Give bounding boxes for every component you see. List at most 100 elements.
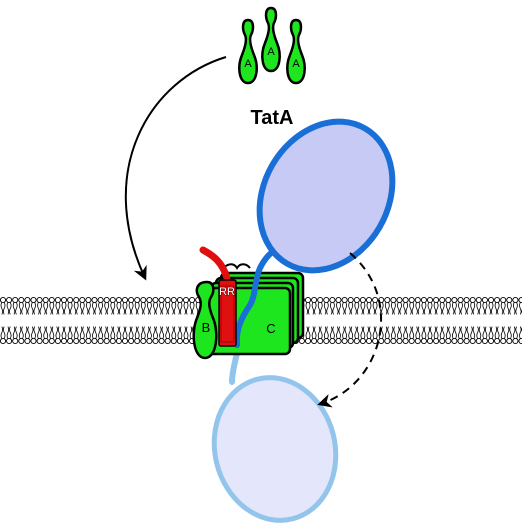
signal-peptide-label: RR <box>219 286 235 298</box>
lipid-molecule <box>439 326 446 345</box>
tata-subunit-left: A <box>238 18 258 85</box>
lipid-molecule <box>323 296 330 315</box>
lipid-molecule <box>121 326 129 345</box>
lipid-molecule <box>317 326 324 345</box>
lipid-molecule <box>426 296 434 315</box>
lipid-molecule <box>24 326 31 345</box>
tata-subunit-label: A <box>244 58 252 70</box>
lipid-molecule <box>365 296 373 315</box>
lipid-molecule <box>134 326 141 345</box>
lipid-molecule <box>48 326 55 345</box>
lipid-molecule <box>18 326 25 345</box>
lipid-molecule <box>390 326 397 345</box>
lipid-molecule <box>158 326 165 345</box>
lipid-molecule <box>353 326 360 345</box>
lipid-molecule <box>170 326 177 345</box>
lipid-molecule <box>182 326 190 345</box>
lipid-molecule <box>506 326 513 345</box>
lipid-molecule <box>347 326 354 345</box>
lipid-molecule <box>414 326 421 345</box>
recruitment-arrow <box>124 56 227 281</box>
lipid-molecule <box>414 296 421 315</box>
lipid-molecule <box>512 296 519 315</box>
lipid-molecule <box>487 296 495 315</box>
lipid-molecule <box>457 326 464 345</box>
lipid-molecule <box>457 296 464 315</box>
lipid-molecule <box>372 296 379 315</box>
lipid-molecule <box>341 296 348 315</box>
lipid-molecule <box>170 296 177 315</box>
lipid-molecule <box>12 296 19 315</box>
lipid-molecule <box>109 326 116 345</box>
lipid-molecule <box>372 326 379 345</box>
lipid-molecule <box>329 296 336 315</box>
lipid-molecule <box>97 296 104 315</box>
lipid-molecule <box>329 326 336 345</box>
tata-caption: TatA <box>251 107 294 129</box>
lipid-molecule <box>42 296 49 315</box>
lipid-molecule <box>304 326 312 345</box>
lipid-molecule <box>494 326 501 345</box>
lipid-molecule <box>335 326 342 345</box>
lipid-molecule <box>445 296 452 315</box>
lipid-molecule <box>433 326 440 345</box>
lipid-molecule <box>164 296 171 315</box>
lipid-molecule <box>67 326 74 345</box>
lipid-molecule <box>463 296 470 315</box>
lipid-molecule <box>396 326 403 345</box>
lipid-molecule <box>311 326 318 345</box>
tata-subunit-right: A <box>286 18 306 85</box>
lipid-molecule <box>73 326 80 345</box>
lipid-molecule <box>420 326 427 345</box>
lipid-molecule <box>481 296 488 315</box>
lipid-molecule <box>30 296 37 315</box>
lipid-molecule <box>359 296 366 315</box>
lipid-molecule <box>6 326 13 345</box>
lipid-molecule <box>359 326 366 345</box>
lipid-molecule <box>396 296 403 315</box>
lipid-molecule <box>164 326 171 345</box>
lipid-molecule <box>402 326 409 345</box>
lipid-molecule <box>323 326 330 345</box>
lipid-molecule <box>494 296 501 315</box>
lipid-molecule <box>152 326 159 345</box>
lipid-molecule <box>475 326 482 345</box>
tata-subunit-center: A <box>261 6 281 73</box>
tatb-subunit: B <box>192 280 218 360</box>
lipid-molecule <box>182 296 190 315</box>
lipid-molecule <box>0 296 7 315</box>
lipid-molecule <box>6 296 13 315</box>
lipid-molecule <box>36 296 43 315</box>
lipid-molecule <box>335 296 342 315</box>
lipid-molecule <box>451 326 458 345</box>
lipid-molecule <box>469 296 476 315</box>
lipid-molecule <box>91 326 98 345</box>
lipid-molecule <box>384 326 391 345</box>
lipid-molecule <box>469 326 476 345</box>
lipid-molecule <box>347 296 354 315</box>
lipid-molecule <box>451 296 458 315</box>
lipid-molecule <box>481 326 488 345</box>
lipid-molecule <box>445 326 452 345</box>
lipid-molecule <box>12 326 19 345</box>
lipid-molecule <box>140 296 147 315</box>
lipid-molecule <box>433 296 440 315</box>
lipid-molecule <box>402 296 409 315</box>
lipid-molecule <box>115 296 122 315</box>
lipid-molecule <box>103 326 110 345</box>
lipid-molecule <box>109 296 116 315</box>
lipid-molecule <box>79 326 86 345</box>
lipid-molecule <box>128 296 135 315</box>
lipid-molecule <box>506 296 513 315</box>
lipid-molecule <box>140 326 147 345</box>
lipid-molecule <box>146 296 153 315</box>
lipid-molecule <box>384 296 391 315</box>
lipid-molecule <box>500 326 507 345</box>
lipid-molecule <box>408 326 415 345</box>
lipid-molecule <box>317 296 324 315</box>
lipid-molecule <box>103 296 110 315</box>
tata-subunits: A A A TatA <box>238 6 306 129</box>
lipid-molecule <box>439 296 446 315</box>
lipid-molecule <box>341 326 348 345</box>
